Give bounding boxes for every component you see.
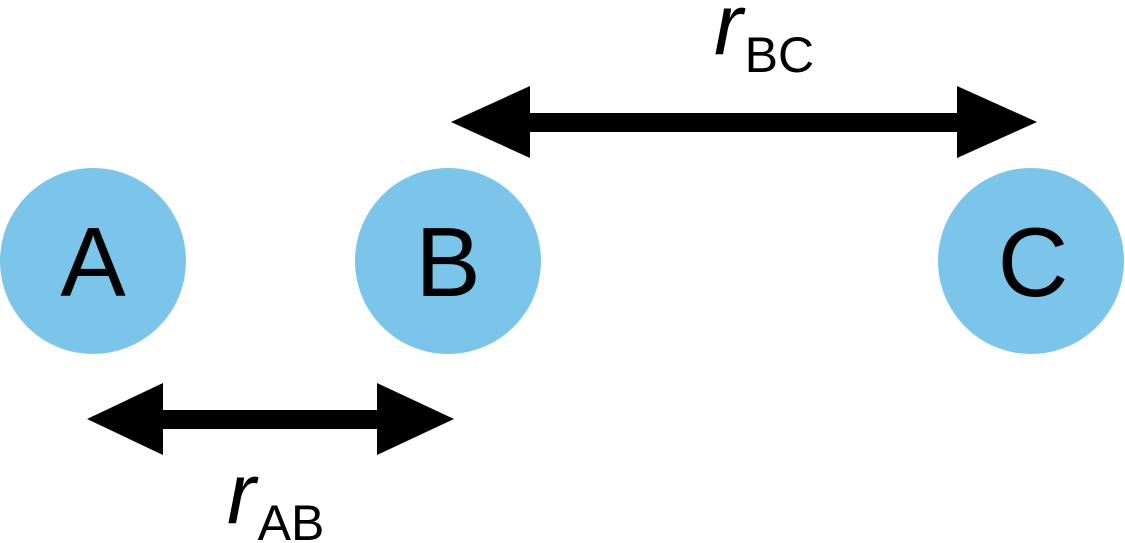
distance-ab-subscript: AB [258,495,325,543]
atom-b: B [355,168,541,354]
distance-arrow-ab [87,383,454,455]
distance-label-ab: rAB [227,446,324,543]
atom-c: C [938,168,1124,354]
arrow-ab-right-head [377,383,454,455]
distance-ab-symbol: r [227,446,259,542]
atom-a: A [0,168,186,354]
atom-b-circle [355,168,541,354]
arrow-bc-right-head [957,86,1037,158]
arrow-ab-shaft [158,410,382,429]
atom-b-label: B [415,207,480,317]
atom-a-label: A [60,207,126,317]
arrow-ab-left-head [87,383,163,455]
arrow-bc-shaft [525,113,962,132]
distance-bc-subscript: BC [745,27,814,83]
arrow-bc-left-head [451,86,530,158]
distance-label-bc: rBC [714,0,814,83]
distance-bc-symbol: r [714,0,746,73]
distance-arrow-bc [451,86,1037,158]
atom-c-label: C [998,207,1069,317]
atom-c-circle [938,168,1124,354]
atom-a-circle [0,168,186,354]
